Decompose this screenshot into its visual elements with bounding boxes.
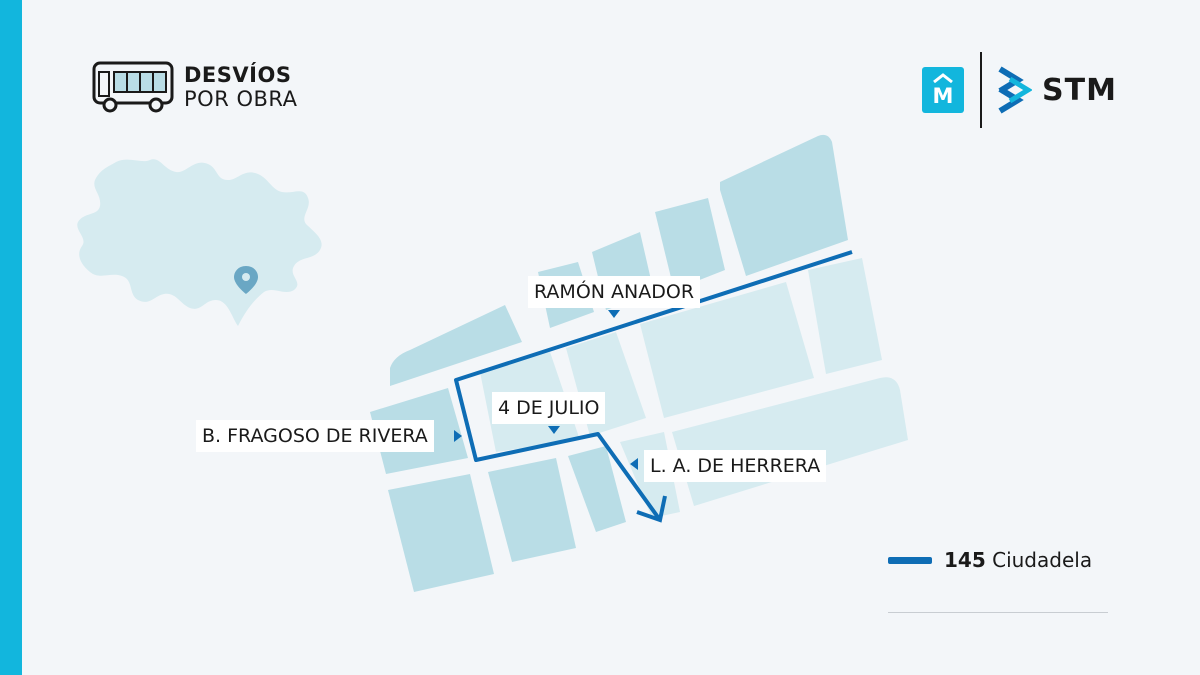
legend-destination: Ciudadela <box>992 548 1093 572</box>
legend-line-number: 145 <box>944 548 986 572</box>
accent-bar <box>0 0 22 675</box>
logo-divider <box>980 52 982 128</box>
location-pin-icon <box>234 266 258 294</box>
block <box>568 446 626 532</box>
street-pointer <box>548 426 560 434</box>
route-arrowhead <box>636 495 667 523</box>
street-label-fragoso-de-rivera: B. FRAGOSO DE RIVERA <box>196 420 434 452</box>
block <box>388 474 494 592</box>
header: DESVÍOS POR OBRA <box>92 60 298 114</box>
legend-swatch <box>888 556 932 564</box>
stm-brand-text: STM <box>1042 72 1117 108</box>
block <box>640 282 814 418</box>
detour-route <box>454 250 853 522</box>
route-legend: 145 Ciudadela <box>888 548 1092 572</box>
region-shape <box>77 159 322 326</box>
street-pointer <box>630 458 638 470</box>
roof-icon <box>933 73 953 83</box>
brand-logos: M STM <box>922 52 1117 128</box>
legend-divider <box>888 612 1108 613</box>
title-sub: POR OBRA <box>184 87 298 111</box>
bus-icon <box>92 61 174 113</box>
block <box>390 305 522 386</box>
legend-text: 145 Ciudadela <box>944 548 1092 572</box>
street-pointer <box>454 430 462 442</box>
street-label-4-de-julio: 4 DE JULIO <box>492 392 606 424</box>
block <box>488 458 576 562</box>
stm-mark-icon <box>998 66 1032 114</box>
title-block: DESVÍOS POR OBRA <box>184 63 298 111</box>
title-main: DESVÍOS <box>184 63 292 87</box>
street-label-de-herrera: L. A. DE HERRERA <box>644 450 827 482</box>
street-label-ramon-anador: RAMÓN ANADOR <box>528 276 701 308</box>
street-pointer <box>608 310 620 318</box>
block <box>655 198 725 290</box>
m-logo-letter: M <box>932 84 954 108</box>
region-map <box>77 159 322 326</box>
block <box>720 134 848 276</box>
intendencia-logo: M <box>922 67 964 113</box>
city-blocks <box>370 134 908 592</box>
block <box>808 258 882 374</box>
